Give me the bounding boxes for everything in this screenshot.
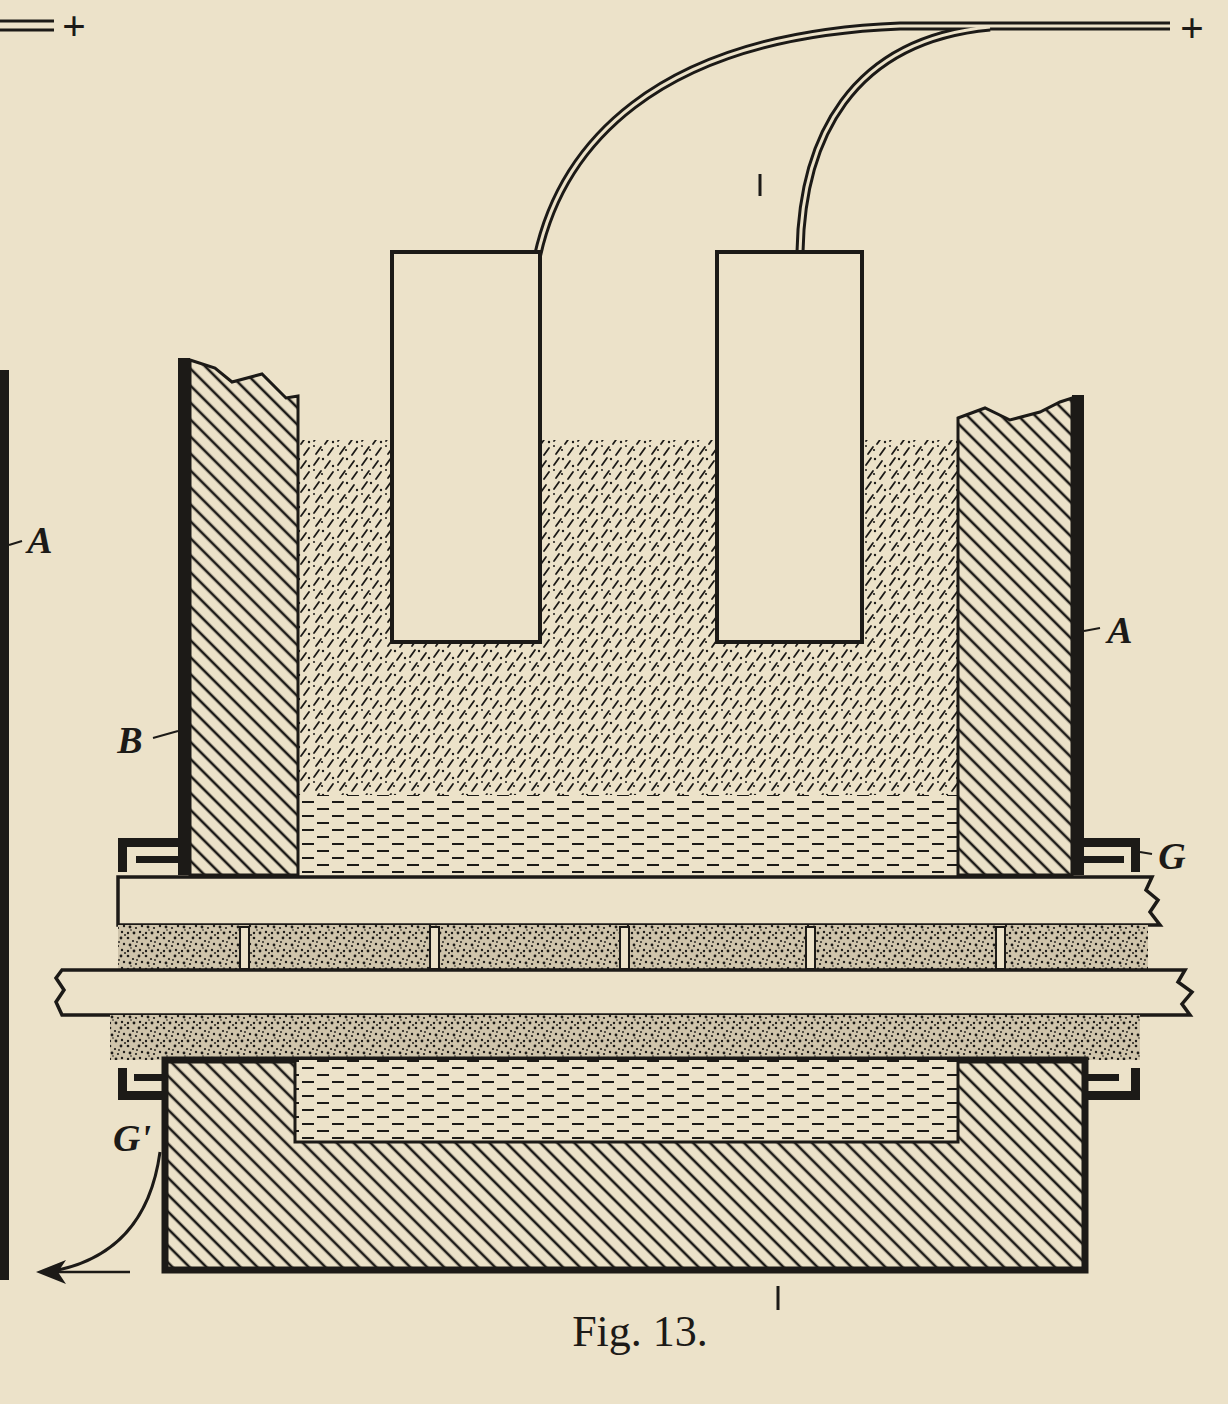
part-label: B [117,721,142,759]
part-label: G' [113,1119,151,1157]
part-label: G [1158,837,1185,875]
figure-caption: Fig. 13. [572,1310,708,1354]
polarity-sign: + [1180,7,1204,49]
part-label: A [27,521,52,559]
polarity-sign: + [62,5,86,47]
part-label: A [1107,611,1132,649]
